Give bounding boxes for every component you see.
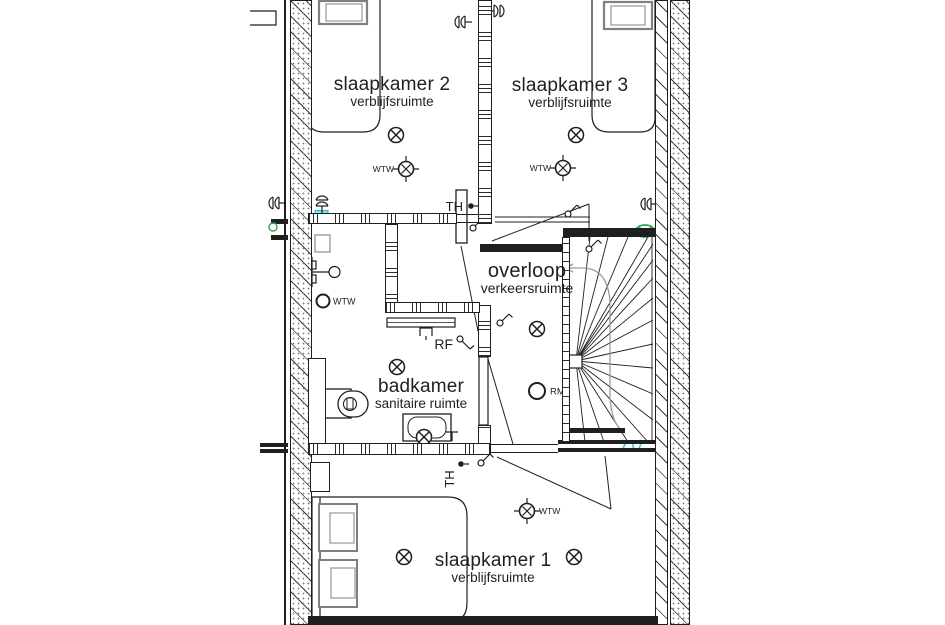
wall-shower xyxy=(385,224,398,304)
room-sublabel-badkamer: sanitaire ruimte xyxy=(374,396,468,411)
room-sublabel-slaapkamer-2: verblijfsruimte xyxy=(350,94,434,109)
socket-icon xyxy=(454,15,472,29)
light-icon xyxy=(415,428,433,446)
staircase xyxy=(565,236,654,443)
wall-sk2-sk3 xyxy=(478,0,492,224)
svg-text:WTW: WTW xyxy=(333,297,356,307)
stair-railing xyxy=(562,237,570,443)
wall-sk2-bottom xyxy=(308,213,457,224)
slaapkamer3-door-leaf xyxy=(480,244,562,252)
wall-overloop-left-upper xyxy=(478,305,491,357)
room-sublabel-slaapkamer-3: verblijfsruimte xyxy=(528,95,612,110)
switch-icon xyxy=(564,204,581,218)
thermostat-icon: TH xyxy=(446,199,479,214)
svg-text:WTW: WTW xyxy=(530,163,551,173)
room-label-slaapkamer-2: slaapkamer 2 xyxy=(333,74,451,95)
svg-text:TH: TH xyxy=(446,199,463,214)
socket-box xyxy=(310,462,330,492)
wall-badkamer-bottom xyxy=(308,443,490,455)
room-label-slaapkamer-3: slaapkamer 3 xyxy=(511,75,629,96)
light-icon xyxy=(388,358,406,376)
bed-slaapkamer-1 xyxy=(311,496,468,623)
svg-text:RF: RF xyxy=(434,336,453,352)
wall-stairwell-top xyxy=(563,228,655,237)
room-sublabel-slaapkamer-1: verblijfsruimte xyxy=(451,570,535,585)
light-icon xyxy=(567,126,585,144)
light-icon xyxy=(395,548,413,566)
switch-icon xyxy=(585,239,602,253)
rf-sensor-icon: RF xyxy=(434,335,475,352)
wall-party-left-line xyxy=(284,0,286,625)
wall-exterior-left xyxy=(290,0,312,625)
light-icon xyxy=(387,126,405,144)
wtw-valve-icon: WTW xyxy=(514,498,560,524)
light-icon xyxy=(528,320,546,338)
socket-icon xyxy=(640,197,658,211)
switch-icon xyxy=(496,313,513,327)
svg-text:TH: TH xyxy=(442,470,457,487)
neighbour-stubs xyxy=(250,10,288,453)
socket-icon xyxy=(487,4,505,18)
room-label-slaapkamer-1: slaapkamer 1 xyxy=(434,550,552,571)
installation-symbols: WTW WTW WTW WTW RM TH TH RF xyxy=(268,4,658,566)
wall-exterior-right-inner xyxy=(655,0,668,625)
wall-exterior-right-outer xyxy=(670,0,690,625)
door-swings xyxy=(455,189,612,510)
wall-sk1-top-b xyxy=(558,448,655,452)
wtw-valve-icon: WTW xyxy=(373,156,419,182)
duct-point-icon xyxy=(268,222,278,232)
wall-toilet-niche xyxy=(308,358,326,448)
smoke-detector-icon: RM xyxy=(528,382,565,400)
bed-slaapkamer-2 xyxy=(306,0,381,133)
sanitary-fixtures xyxy=(307,234,458,442)
wall-sk1-top-a xyxy=(558,440,655,444)
bed-slaapkamer-3 xyxy=(591,0,656,133)
svg-text:RM: RM xyxy=(550,387,565,398)
thermostat-icon: TH xyxy=(442,461,469,488)
svg-text:WTW: WTW xyxy=(539,506,560,516)
svg-text:WTW: WTW xyxy=(373,164,394,174)
room-label-overloop: overloop xyxy=(487,260,567,282)
room-sublabel-overloop: verkeersruimte xyxy=(480,280,574,296)
wtw-valve-icon: WTW xyxy=(530,155,576,181)
wtw-extract-icon: WTW xyxy=(315,293,356,309)
room-label-badkamer: badkamer xyxy=(377,376,465,397)
switch-icon xyxy=(477,453,494,467)
wall-bottom xyxy=(308,616,658,625)
socket-icon xyxy=(315,195,329,213)
wall-badkamer-mid xyxy=(385,302,480,313)
light-icon xyxy=(565,548,583,566)
stair-bottom-edge xyxy=(563,428,625,433)
